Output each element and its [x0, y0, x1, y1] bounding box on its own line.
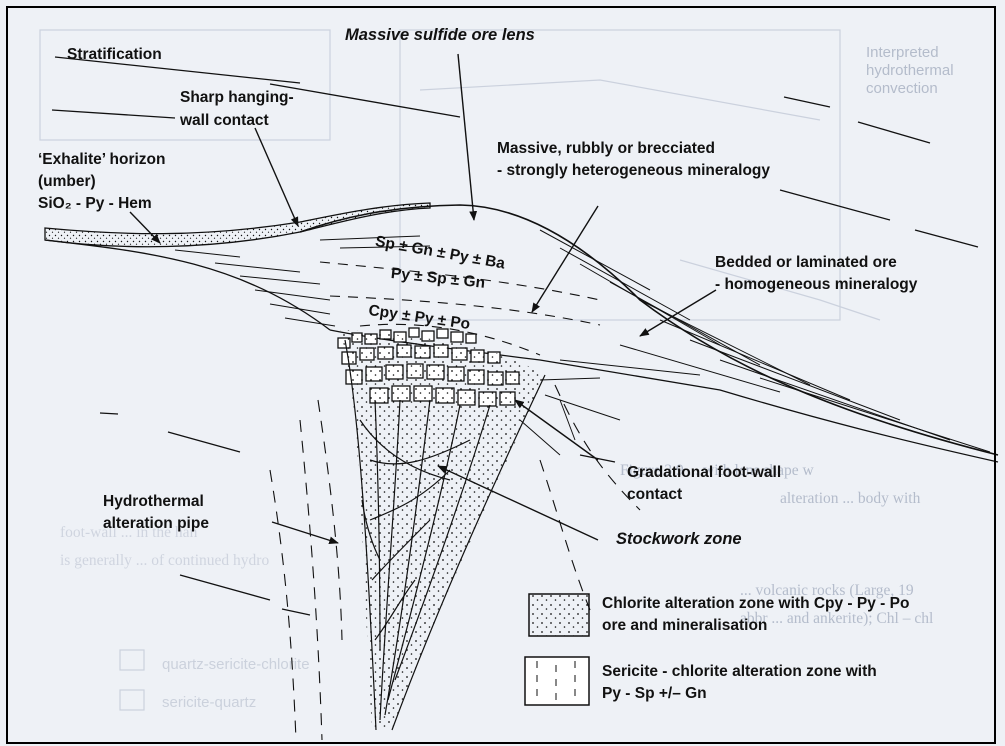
hanging-wall-arrow — [255, 128, 298, 226]
legend-line: Py - Sp +/– Gn — [602, 684, 877, 704]
hydrothermal-arrow — [272, 522, 338, 543]
label-sharp-hanging-wall: Sharp hanging- wall contact — [180, 88, 294, 131]
label-massive-sulfide-lens: Massive sulfide ore lens — [345, 25, 535, 45]
label-line: (umber) — [38, 172, 165, 192]
label-hydrothermal-pipe: Hydrothermal alteration pipe — [103, 492, 209, 534]
label-bedded-ore: Bedded or laminated ore - homogeneous mi… — [715, 253, 917, 295]
legend-swatch-chlorite — [529, 594, 589, 636]
label-line: - strongly heterogeneous mineralogy — [497, 161, 770, 181]
label-massive-rubbly: Massive, rubbly or brecciated - strongly… — [497, 139, 770, 181]
label-line: - homogeneous mineralogy — [715, 275, 917, 295]
label-line: Hydrothermal — [103, 492, 209, 512]
massive-lens-arrow — [458, 54, 474, 220]
label-stratification: Stratification — [67, 45, 162, 65]
legend-line: Chlorite alteration zone with Cpy - Py -… — [602, 594, 909, 614]
label-stockwork-zone: Stockwork zone — [616, 529, 742, 549]
legend-chlorite-text: Chlorite alteration zone with Cpy - Py -… — [602, 594, 909, 636]
label-exhalite-horizon: ‘Exhalite’ horizon (umber) SiO₂ - Py - H… — [38, 150, 165, 214]
label-line: contact — [627, 485, 781, 505]
label-line: ‘Exhalite’ horizon — [38, 150, 165, 170]
label-line: Massive, rubbly or brecciated — [497, 139, 770, 159]
label-line: wall contact — [180, 111, 294, 131]
label-gradational-foot-wall: Gradational foot-wall contact — [627, 463, 781, 505]
legend-line: ore and mineralisation — [602, 616, 909, 636]
legend-line: Sericite - chlorite alteration zone with — [602, 662, 877, 682]
label-line: Sharp hanging- — [180, 88, 294, 108]
rubbly-arrow — [532, 206, 598, 312]
label-line: SiO₂ - Py - Hem — [38, 194, 165, 214]
label-line: Bedded or laminated ore — [715, 253, 917, 273]
label-line: alteration pipe — [103, 514, 209, 534]
label-line: Gradational foot-wall — [627, 463, 781, 483]
legend-sericite-text: Sericite - chlorite alteration zone with… — [602, 662, 877, 704]
bedded-arrow — [640, 290, 716, 336]
legend-swatch-sericite — [525, 657, 589, 705]
